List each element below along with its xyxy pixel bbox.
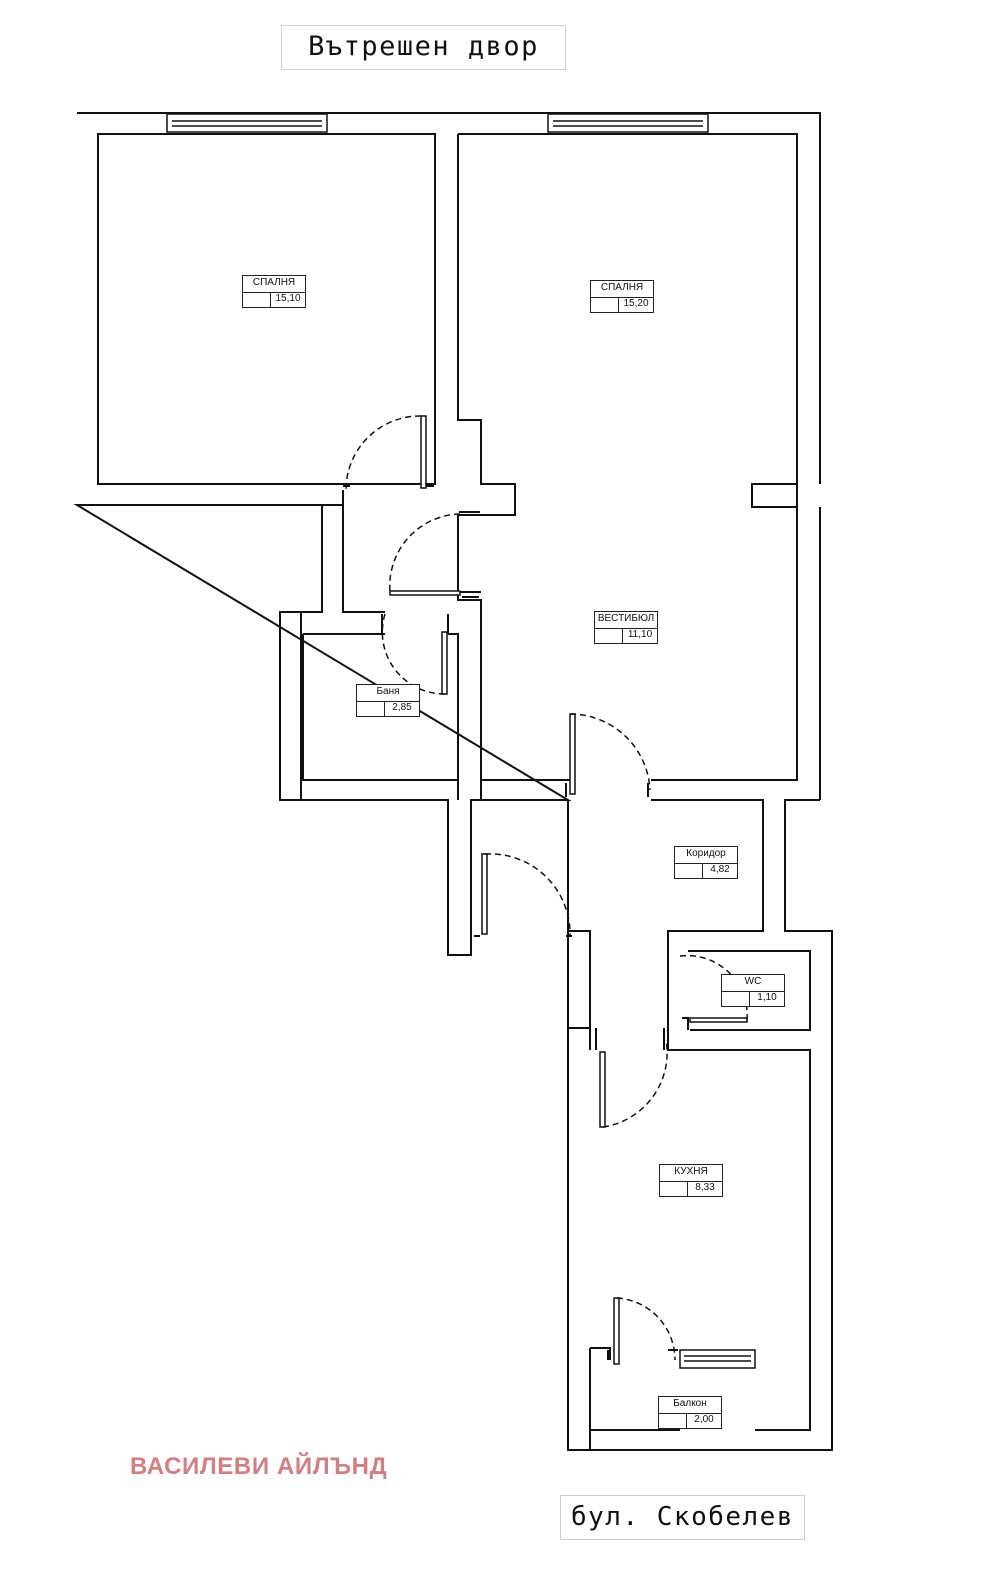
room-name: Балкон	[659, 1397, 721, 1414]
room-tag-wc: WC 1,10	[721, 974, 785, 1007]
room-area: 11,10	[622, 627, 657, 643]
window-bedroom-1	[166, 113, 328, 133]
room-name: СПАЛНЯ	[243, 276, 305, 293]
door-leaf-corridor	[481, 853, 488, 935]
window-bedroom-2	[547, 113, 709, 133]
room-area: 2,85	[384, 700, 419, 716]
door-leaf-wc	[689, 1017, 748, 1023]
wc-wall-left	[568, 930, 669, 1450]
room-area: 4,82	[702, 862, 737, 878]
room-name: КУХНЯ	[660, 1165, 722, 1182]
outer-wall-outline	[73, 112, 833, 1451]
door-leaf-balcony	[613, 1297, 620, 1365]
door-swing-bedroom-1	[345, 415, 422, 491]
bottom-street-label: бул. Скобелев	[560, 1495, 805, 1540]
room-area: 1,10	[749, 990, 784, 1006]
door-leaf-vestibule	[389, 590, 461, 596]
door-swing-vestibule	[389, 513, 461, 593]
hall-wall	[322, 490, 385, 613]
room-tag-kitchen: КУХНЯ 8,33	[659, 1164, 723, 1197]
room-tag-balcony: Балкон 2,00	[658, 1396, 722, 1429]
door-leaf-bathroom	[441, 631, 448, 695]
door-swing-corridor	[484, 853, 571, 937]
door-swing-hall	[569, 713, 651, 791]
room-area: 8,33	[687, 1180, 722, 1196]
room-tag-bedroom-1: СПАЛНЯ 15,10	[242, 275, 306, 308]
room-tag-corridor: Коридор 4,82	[674, 846, 738, 879]
brand-watermark: ВАСИЛЕВИ АЙЛЪНД	[130, 1453, 388, 1480]
window-kitchen	[679, 1349, 756, 1369]
vestibule-partition	[457, 514, 481, 592]
wc-wall	[568, 950, 811, 1431]
room-area: 2,00	[686, 1412, 721, 1428]
corridor-wall	[457, 780, 764, 951]
room-tag-bathroom: Баня 2,85	[356, 684, 420, 717]
door-leaf-kitchen	[599, 1051, 606, 1128]
room-area: 15,10	[270, 291, 305, 307]
room-area: 15,20	[618, 296, 653, 312]
door-swing-kitchen	[602, 1039, 668, 1128]
room-tag-vestibule: ВЕСТИБЮЛ 11,10	[594, 611, 658, 644]
door-swing-balcony	[616, 1297, 676, 1361]
door-leaf-bedroom-1	[420, 415, 427, 489]
door-leaf-hall	[569, 713, 576, 795]
door-swing-bathroom	[381, 613, 446, 695]
room-tag-bedroom-2: СПАЛНЯ 15,20	[590, 280, 654, 313]
room-name: Коридор	[675, 847, 737, 864]
top-street-label: Вътрешен двор	[281, 25, 566, 70]
bedroom-1-inner-wall	[97, 133, 436, 485]
room-name: WC	[722, 975, 784, 992]
room-name: СПАЛНЯ	[591, 281, 653, 298]
room-name: ВЕСТИБЮЛ	[595, 612, 657, 629]
room-name: Баня	[357, 685, 419, 702]
bedroom-2-inner-wall	[457, 133, 798, 781]
